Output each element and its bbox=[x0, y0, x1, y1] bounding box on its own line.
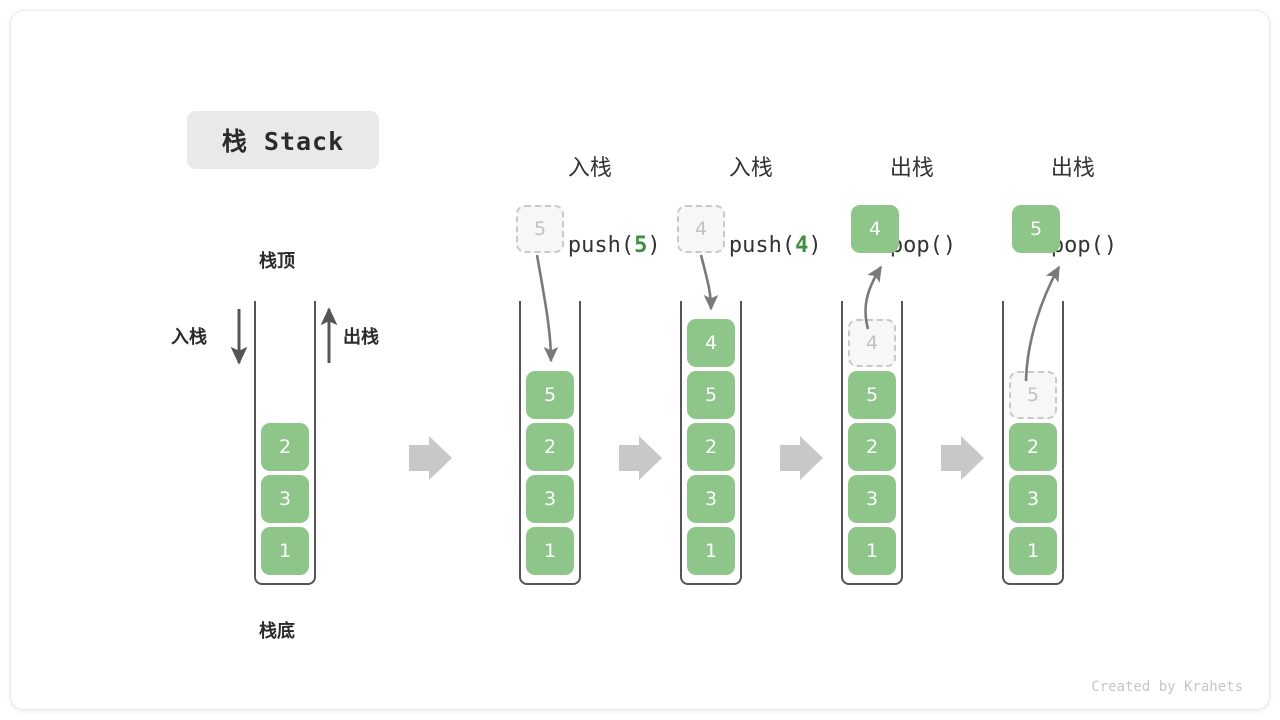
operation-code-2: push(4) bbox=[729, 233, 822, 258]
stack-cell: 3 bbox=[261, 475, 309, 523]
code-suffix: ) bbox=[942, 233, 957, 258]
diagram-card: 栈 Stack 栈顶 栈底 入栈 出栈 2 3 1 入栈 push(5) 5 5… bbox=[10, 10, 1270, 710]
operation-code-4: pop() bbox=[1051, 233, 1117, 258]
diagram-stage: 栈 Stack 栈顶 栈底 入栈 出栈 2 3 1 入栈 push(5) 5 5… bbox=[11, 11, 1269, 709]
code-prefix: push( bbox=[567, 233, 635, 258]
stack-container-4 bbox=[1002, 301, 1064, 585]
code-suffix: ) bbox=[808, 233, 822, 258]
code-arg: 5 bbox=[634, 233, 648, 258]
push-direction-label: 入栈 bbox=[171, 327, 207, 348]
stack-cell: 1 bbox=[687, 527, 735, 575]
stack-cell: 2 bbox=[848, 423, 896, 471]
stack-cell: 5 bbox=[848, 371, 896, 419]
floating-cell: 4 bbox=[677, 205, 725, 253]
floating-cell: 5 bbox=[516, 205, 564, 253]
stack-cell: 1 bbox=[261, 527, 309, 575]
stack-cell: 3 bbox=[848, 475, 896, 523]
stack-cell-ghost: 5 bbox=[1009, 371, 1057, 419]
stack-container-base bbox=[254, 301, 316, 585]
transition-arrow-4 bbox=[941, 436, 984, 480]
operation-cjk-3: 出栈 bbox=[889, 156, 934, 181]
transition-arrow-3 bbox=[780, 436, 823, 480]
stack-cell: 4 bbox=[687, 319, 735, 367]
code-suffix: ) bbox=[1103, 233, 1118, 258]
stack-cell: 5 bbox=[526, 371, 574, 419]
stack-cell-ghost: 4 bbox=[848, 319, 896, 367]
stack-container-3 bbox=[841, 301, 903, 585]
stack-cell: 2 bbox=[687, 423, 735, 471]
pop-direction-label: 出栈 bbox=[343, 327, 379, 348]
operation-code-1: push(5) bbox=[568, 233, 661, 258]
stack-cell: 2 bbox=[1009, 423, 1057, 471]
stack-container-2 bbox=[680, 301, 742, 585]
stack-cell: 5 bbox=[687, 371, 735, 419]
stack-cell: 2 bbox=[261, 423, 309, 471]
stack-cell: 1 bbox=[1009, 527, 1057, 575]
stack-bottom-label: 栈底 bbox=[259, 621, 295, 642]
stack-container-1 bbox=[519, 301, 581, 585]
code-prefix: push( bbox=[728, 233, 796, 258]
transition-arrow-2 bbox=[619, 436, 662, 480]
stack-cell: 3 bbox=[687, 475, 735, 523]
stack-cell: 2 bbox=[526, 423, 574, 471]
transition-arrow-1 bbox=[409, 436, 452, 480]
code-arg: 4 bbox=[795, 233, 809, 258]
operation-cjk-4: 出栈 bbox=[1050, 156, 1095, 181]
operation-label-3: 出栈 pop() bbox=[841, 111, 956, 303]
operation-label-2: 入栈 push(4) bbox=[680, 111, 822, 303]
operation-cjk-1: 入栈 bbox=[567, 156, 612, 181]
stack-cell: 1 bbox=[526, 527, 574, 575]
code-suffix: ) bbox=[647, 233, 661, 258]
operation-label-1: 入栈 push(5) bbox=[519, 111, 661, 303]
stack-cell: 3 bbox=[1009, 475, 1057, 523]
stack-top-label: 栈顶 bbox=[259, 251, 295, 272]
attribution-text: Created by Krahets bbox=[1091, 679, 1243, 695]
floating-cell: 5 bbox=[1012, 205, 1060, 253]
operation-code-3: pop() bbox=[890, 233, 956, 258]
stack-cell: 1 bbox=[848, 527, 896, 575]
title-badge: 栈 Stack bbox=[187, 111, 379, 169]
operation-cjk-2: 入栈 bbox=[728, 156, 773, 181]
floating-cell: 4 bbox=[851, 205, 899, 253]
stack-cell: 3 bbox=[526, 475, 574, 523]
